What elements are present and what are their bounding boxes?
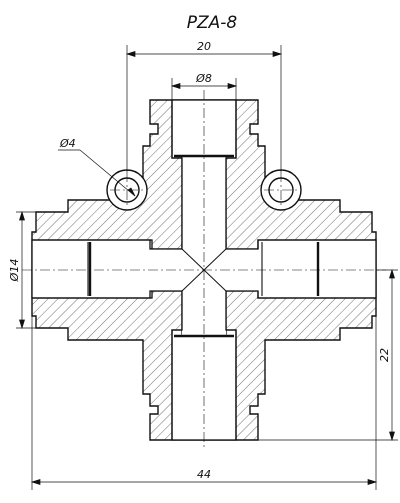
dimension-22 (258, 268, 398, 442)
dimension-20 (125, 45, 283, 172)
dimension-bore (170, 78, 238, 100)
dimension-hole-leader (58, 149, 136, 197)
dimension-side-label: Ø14 (8, 259, 21, 283)
centerlines (22, 90, 386, 450)
seal-lines (88, 154, 320, 338)
dimension-bore-label: Ø8 (195, 72, 212, 85)
dimension-44-label: 44 (197, 468, 211, 481)
drawing-title: PZA-8 (187, 13, 238, 33)
dimension-hole-label: Ø4 (59, 137, 76, 150)
dimension-22-label: 22 (378, 348, 391, 362)
dimension-20-label: 20 (197, 40, 211, 53)
dimension-side (16, 210, 36, 330)
dimension-44 (30, 316, 378, 490)
